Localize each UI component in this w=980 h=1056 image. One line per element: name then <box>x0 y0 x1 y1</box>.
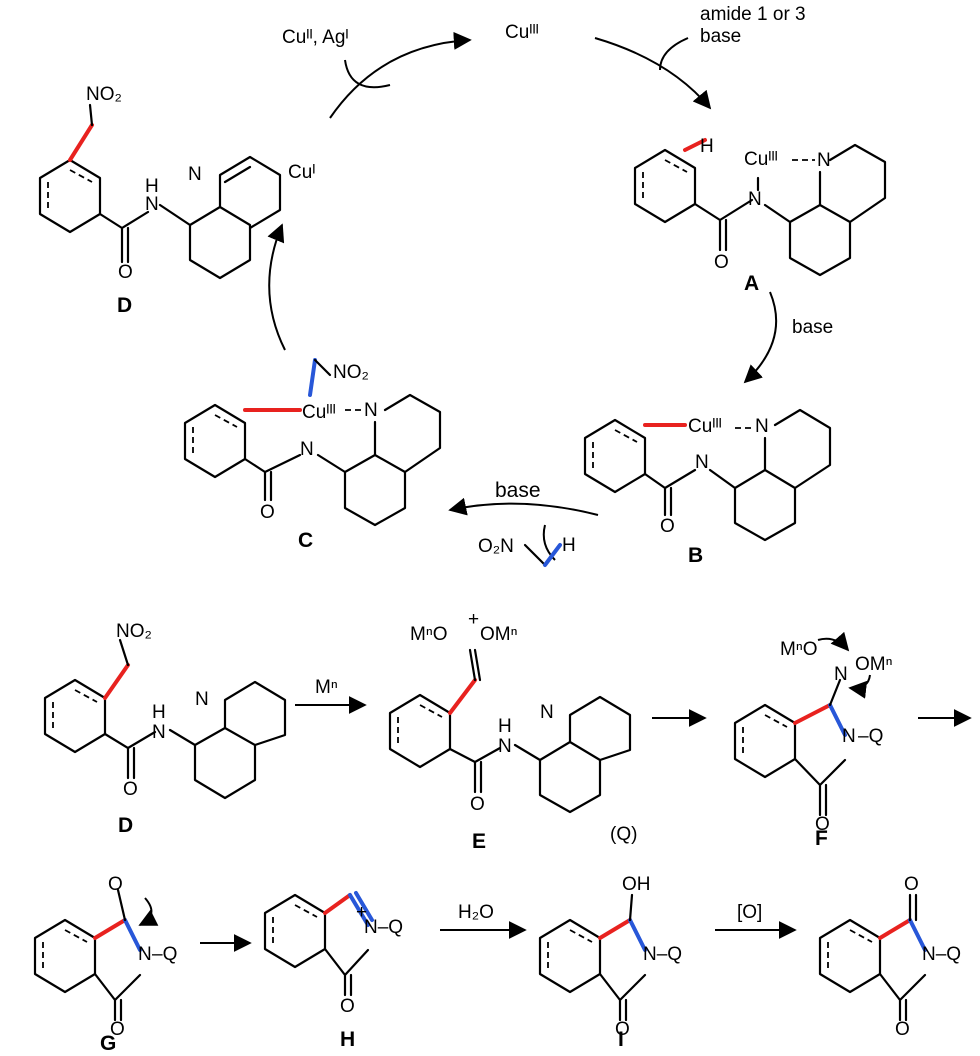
svg-text:–Q: –Q <box>152 944 177 965</box>
cycle-arrow-B-to-C <box>448 497 599 516</box>
svg-text:Cuᴵᴵᴵ: Cuᴵᴵᴵ <box>302 402 336 423</box>
cycle-reagent-curve-1 <box>344 59 391 89</box>
nitromethane-o2n: O₂N <box>478 536 514 557</box>
svg-text:O: O <box>260 502 275 523</box>
svg-text:O: O <box>110 1019 125 1040</box>
svg-text:O: O <box>895 1019 910 1040</box>
svg-text:O: O <box>340 996 355 1017</box>
svg-text:O: O <box>118 262 133 283</box>
svg-text:O: O <box>815 814 830 835</box>
nitromethane-h: H <box>562 535 576 556</box>
reagent-base-2: base <box>792 317 833 338</box>
compound-I: OH N–Q O I <box>538 874 682 1051</box>
svg-text:N: N <box>364 400 378 421</box>
compound-D-top: NO₂ O N H N D <box>38 84 282 317</box>
svg-text:N: N <box>540 702 554 723</box>
compound-D-bottom: NO₂ O N H N D <box>43 621 287 837</box>
svg-text:N–Q: N–Q <box>922 944 961 965</box>
caption-D-bottom: D <box>118 814 133 837</box>
svg-text:H: H <box>152 702 166 723</box>
svg-text:H: H <box>498 716 512 737</box>
svg-text:H: H <box>700 136 714 157</box>
caption-F: F <box>815 827 828 850</box>
svg-text:MⁿO: MⁿO <box>780 639 818 660</box>
cycle-arrow-A-to-B <box>743 291 778 384</box>
catalytic-cycle: Cuᴵᴵ, Agᴵ Cuᴵᴵᴵ Cuᴵ amide 1 or 3 base ba… <box>267 4 833 567</box>
nitromethane-ch2-bond <box>523 543 547 567</box>
caption-D-top: D <box>117 294 132 317</box>
cycle-arrow-cu-oxidation <box>329 31 472 119</box>
reagent-amide: amide 1 or 3 <box>700 4 806 25</box>
svg-text:N: N <box>755 416 769 437</box>
svg-text:N: N <box>195 689 209 710</box>
svg-text:N: N <box>748 189 762 210</box>
caption-G: G <box>100 1032 116 1055</box>
label-cu-i: Cuᴵ <box>288 162 315 183</box>
svg-text:N: N <box>145 194 159 215</box>
svg-text:N: N <box>188 164 202 185</box>
svg-text:O: O <box>615 1019 630 1040</box>
reagent-water: H₂O <box>458 902 494 923</box>
cycle-arrow-to-A <box>594 37 712 110</box>
caption-A: A <box>744 272 759 295</box>
reagent-oxidant: [O] <box>737 902 762 923</box>
svg-text:H: H <box>145 176 159 197</box>
label-cu-iii: Cuᴵᴵᴵ <box>505 22 539 43</box>
compound-G: O N –Q O G <box>33 874 177 1055</box>
svg-text:N: N <box>300 439 314 460</box>
svg-text:MⁿO: MⁿO <box>410 624 448 645</box>
svg-text:+: + <box>468 609 479 630</box>
svg-text:N: N <box>834 664 848 685</box>
svg-text:N: N <box>498 736 512 757</box>
svg-text:Cuᴵᴵᴵ: Cuᴵᴵᴵ <box>744 149 778 170</box>
compound-H: N–Q + O H <box>263 891 403 1051</box>
reagent-base-3: base <box>495 479 541 502</box>
compound-phthalimide: O N–Q O <box>818 874 961 1040</box>
caption-C: C <box>298 529 313 552</box>
reagent-metal: Mⁿ <box>315 677 338 698</box>
svg-text:OH: OH <box>622 874 651 895</box>
cycle-reagent-curve-2 <box>659 37 689 71</box>
caption-H: H <box>340 1028 355 1051</box>
svg-text:N: N <box>152 722 166 743</box>
svg-text:–Q: –Q <box>858 726 883 747</box>
svg-text:OMⁿ: OMⁿ <box>480 624 518 645</box>
compound-F: N –Q O N MⁿO OMⁿ F <box>733 631 893 850</box>
svg-text:NO₂: NO₂ <box>86 84 122 105</box>
compound-C: Cuᴵᴵᴵ NO₂ O N N C <box>183 358 442 552</box>
svg-text:O: O <box>123 779 138 800</box>
compound-B: Cuᴵᴵᴵ O N N B <box>583 408 832 567</box>
svg-text:O: O <box>108 874 123 895</box>
reagent-cu-ag: Cuᴵᴵ, Agᴵ <box>282 27 349 48</box>
svg-text:+: + <box>356 902 367 923</box>
cycle-arrow-C-to-D <box>267 223 286 351</box>
compound-E: MⁿO OMⁿ + O N H N (Q) E <box>388 609 637 853</box>
caption-B: B <box>688 544 703 567</box>
svg-text:O: O <box>470 794 485 815</box>
reagent-base-1: base <box>700 26 741 47</box>
svg-text:OMⁿ: OMⁿ <box>855 654 893 675</box>
svg-text:N–Q: N–Q <box>643 944 682 965</box>
label-Q: (Q) <box>610 824 637 845</box>
svg-text:N: N <box>817 150 831 171</box>
svg-text:O: O <box>714 252 729 273</box>
svg-text:N–Q: N–Q <box>364 917 403 938</box>
caption-I: I <box>618 1028 624 1051</box>
svg-text:O: O <box>660 516 675 537</box>
svg-text:O: O <box>904 874 919 895</box>
nitromethane-ch-bond <box>543 543 562 567</box>
caption-E: E <box>472 830 486 853</box>
svg-text:Cuᴵᴵᴵ: Cuᴵᴵᴵ <box>688 416 722 437</box>
svg-text:N: N <box>842 726 856 747</box>
svg-text:N: N <box>695 452 709 473</box>
svg-text:NO₂: NO₂ <box>116 621 152 642</box>
svg-text:N: N <box>138 944 152 965</box>
svg-text:NO₂: NO₂ <box>333 362 369 383</box>
mechanism-pathway: NO₂ O N H N D Mⁿ MⁿO OMⁿ + O N H N (Q) <box>33 609 972 1055</box>
compound-A: H O N Cuᴵᴵᴵ N A <box>633 136 887 295</box>
